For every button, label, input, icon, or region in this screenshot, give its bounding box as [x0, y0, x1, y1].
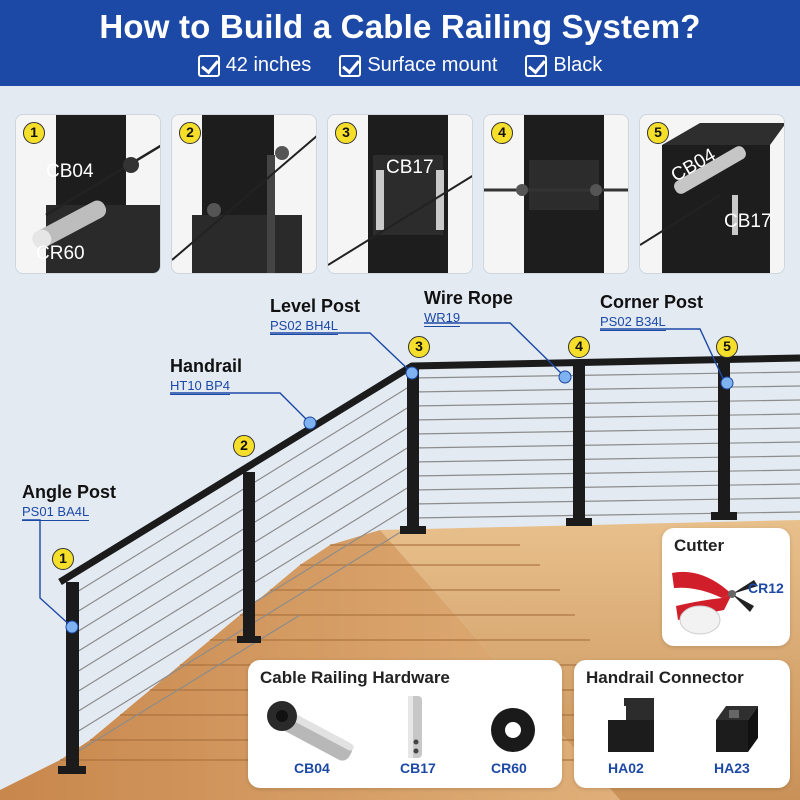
connector-panel: Handrail Connector HA02 HA23 — [574, 660, 790, 788]
step-number-badge: 4 — [491, 122, 513, 144]
cutter-panel: Cutter CR12 — [662, 528, 790, 646]
step-card-4: 4 — [483, 114, 629, 274]
badge-handrail: 2 — [233, 435, 255, 457]
cutter-code: CR12 — [748, 580, 784, 596]
part-label-ha23: HA23 — [714, 760, 750, 776]
step-number-badge: 5 — [647, 122, 669, 144]
step-number-badge: 1 — [23, 122, 45, 144]
ha02-part-icon — [608, 698, 654, 752]
step5-illustration — [640, 123, 784, 273]
step1-illustration — [32, 115, 160, 273]
leader-dots — [65, 366, 734, 634]
step-number-badge: 3 — [335, 122, 357, 144]
part-label-cr60: CR60 — [491, 760, 527, 776]
badge-wire-rope: 4 — [568, 336, 590, 358]
step3-label-cb17: CB17 — [386, 157, 434, 178]
connector-illustrations — [608, 698, 758, 752]
checkbox-icon — [197, 54, 220, 77]
part-label-cb04: CB04 — [294, 760, 330, 776]
hardware-panel: Cable Railing Hardware CB04 CB17 CR60 — [248, 660, 562, 788]
part-label-ha02: HA02 — [608, 760, 644, 776]
step-card-5: 5 CB04 CB17 — [639, 114, 785, 274]
callout-level-post: Level Post PS02 BH4L — [270, 296, 361, 335]
connector-title: Handrail Connector — [586, 668, 744, 687]
badge-level-post: 3 — [408, 336, 430, 358]
cb04-part-icon — [267, 701, 354, 761]
part-label-cb17: CB17 — [400, 760, 436, 776]
hardware-illustrations — [267, 696, 535, 761]
checkbox-icon — [525, 54, 548, 77]
badge-corner-post: 5 — [716, 336, 738, 358]
checkbox-icon — [339, 54, 362, 77]
feature-height: 42 inches — [197, 54, 311, 77]
step5-label-cb17: CB17 — [724, 211, 772, 232]
step-card-2: 2 — [171, 114, 317, 274]
step3-illustration — [328, 115, 472, 273]
step-card-1: 1 CB04 CR60 — [15, 114, 161, 274]
cutter-title: Cutter — [674, 536, 725, 555]
callout-angle-post: Angle Post PS01 BA4L — [22, 482, 117, 521]
feature-color: Black — [525, 54, 602, 77]
header-banner: How to Build a Cable Railing System? 42 … — [0, 0, 800, 86]
hardware-title: Cable Railing Hardware — [260, 668, 450, 687]
page-title: How to Build a Cable Railing System? — [99, 8, 701, 45]
feature-list: 42 inches Surface mount Black — [0, 54, 800, 77]
step1-label-cr60: CR60 — [36, 243, 85, 264]
callout-handrail: Handrail HT10 BP4 — [170, 356, 243, 395]
callout-corner-post: Corner Post PS02 B34L — [600, 292, 704, 331]
step-number-badge: 2 — [179, 122, 201, 144]
step1-label-cb04: CB04 — [46, 161, 94, 182]
leader-lines — [22, 322, 726, 628]
handrail-bar — [58, 354, 800, 585]
step2-illustration — [172, 115, 316, 273]
ha23-part-icon — [716, 706, 758, 752]
feature-mount: Surface mount — [339, 54, 497, 77]
step-card-3: 3 CB17 — [327, 114, 473, 274]
callout-wire-rope: Wire Rope WR19 — [424, 288, 513, 327]
cutter-icon — [672, 571, 758, 635]
cb17-part-icon — [408, 696, 422, 758]
step4-illustration — [484, 115, 628, 273]
badge-angle-post: 1 — [52, 548, 74, 570]
cable-wires — [71, 371, 800, 756]
cr60-part-icon — [491, 708, 535, 752]
